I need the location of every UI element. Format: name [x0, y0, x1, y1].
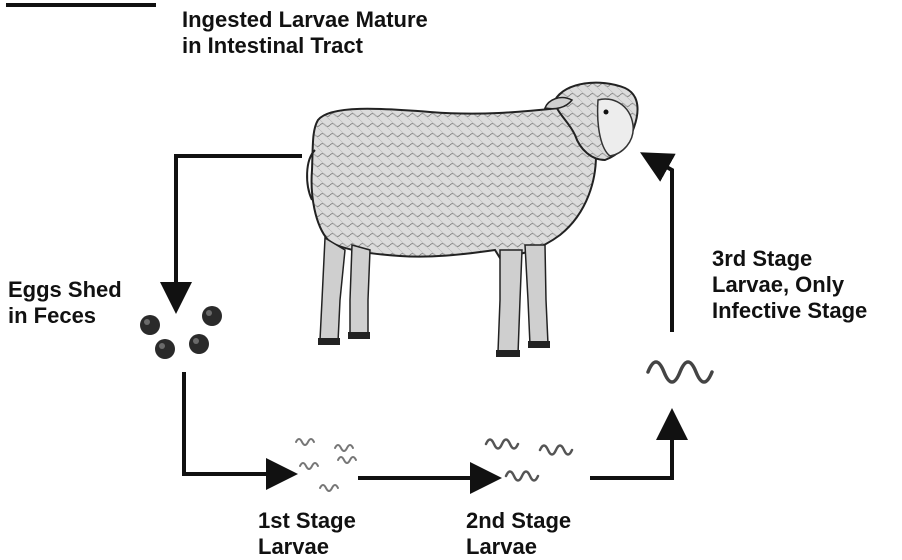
sheep-icon	[307, 83, 637, 357]
label-line: Larvae, Only	[712, 272, 867, 298]
top-rule	[6, 3, 156, 7]
label-line: 2nd Stage	[466, 508, 571, 534]
label-line: Ingested Larvae Mature	[182, 7, 428, 33]
label-third-stage: 3rd Stage Larvae, Only Infective Stage	[712, 246, 867, 324]
eggs-cluster	[140, 306, 222, 359]
second-stage-larvae	[486, 440, 572, 481]
label-first-stage: 1st Stage Larvae	[258, 508, 356, 560]
arrow-to-third-stage	[590, 424, 672, 478]
label-line: Infective Stage	[712, 298, 867, 324]
label-line: 1st Stage	[258, 508, 356, 534]
label-line: 3rd Stage	[712, 246, 867, 272]
arrow-to-first-stage	[184, 372, 282, 474]
label-line: Eggs Shed	[8, 277, 122, 303]
label-eggs-shed: Eggs Shed in Feces	[8, 277, 122, 329]
label-second-stage: 2nd Stage Larvae	[466, 508, 571, 560]
label-line: in Feces	[8, 303, 122, 329]
label-line: in Intestinal Tract	[182, 33, 428, 59]
arrow-to-sheep	[654, 160, 672, 332]
label-ingested-larvae-mature: Ingested Larvae Mature in Intestinal Tra…	[182, 7, 428, 59]
label-line: Larvae	[258, 534, 356, 560]
arrow-to-eggs	[176, 156, 302, 298]
first-stage-larvae	[296, 439, 356, 491]
third-stage-larva	[648, 362, 712, 382]
label-line: Larvae	[466, 534, 571, 560]
